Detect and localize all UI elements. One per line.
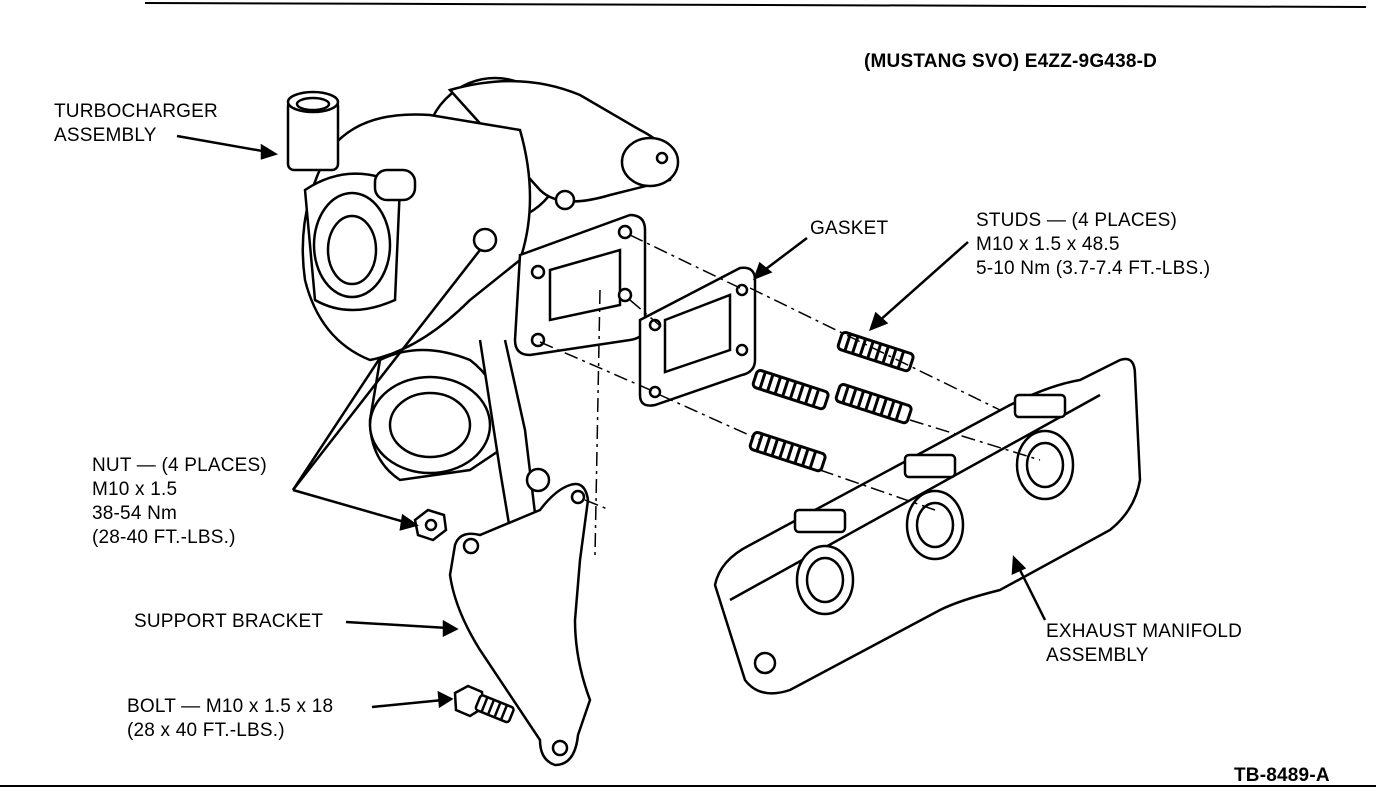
exhaust-manifold-label-line2: ASSEMBLY — [1046, 645, 1149, 666]
part-number-header: (MUSTANG SVO) E4ZZ-9G438-D — [864, 51, 1158, 72]
nut-label-line2: M10 x 1.5 — [92, 479, 178, 500]
studs-label: STUDS — (4 PLACES) M10 x 1.5 x 48.5 5-10… — [976, 209, 1210, 281]
nut-part — [413, 508, 448, 542]
studs-label-line2: M10 x 1.5 x 48.5 — [976, 234, 1120, 255]
nut-label-line3: 38-54 Nm — [92, 503, 178, 524]
gasket-label: GASKET — [810, 218, 889, 239]
nut-label: NUT — (4 PLACES) M10 x 1.5 38-54 Nm (28-… — [92, 454, 267, 550]
bolt-label: BOLT — M10 x 1.5 x 18 (28 x 40 FT.-LBS.) — [127, 695, 333, 743]
bolt-label-line2: (28 x 40 FT.-LBS.) — [127, 720, 285, 741]
turbocharger-label-line2: ASSEMBLY — [54, 125, 157, 146]
turbocharger-label: TURBOCHARGER ASSEMBLY — [54, 100, 218, 148]
gasket — [638, 266, 757, 407]
studs-label-line3: 5-10 Nm (3.7-7.4 FT.-LBS.) — [976, 258, 1211, 279]
studs — [748, 330, 915, 473]
turbocharger-assembly — [286, 76, 680, 562]
bolt-label-line1: BOLT — M10 x 1.5 x 18 — [127, 696, 334, 717]
exhaust-manifold — [713, 357, 1142, 695]
studs-label-line1: STUDS — (4 PLACES) — [976, 210, 1178, 231]
support-bracket-part — [448, 482, 592, 767]
support-bracket-label: SUPPORT BRACKET — [134, 611, 324, 632]
leader-arrows — [176, 134, 1047, 709]
nut-label-line1: NUT — (4 PLACES) — [92, 455, 267, 476]
exhaust-manifold-label-line1: EXHAUST MANIFOLD — [1046, 621, 1243, 642]
alignment-lines — [539, 234, 1041, 556]
top-rule — [144, 2, 1367, 8]
nut-label-line4: (28-40 FT.-LBS.) — [92, 527, 236, 548]
figure-id: TB-8489-A — [1234, 765, 1330, 786]
bolt-part — [453, 684, 515, 724]
exhaust-manifold-label: EXHAUST MANIFOLD ASSEMBLY — [1046, 620, 1242, 668]
turbocharger-label-line1: TURBOCHARGER — [54, 101, 218, 122]
